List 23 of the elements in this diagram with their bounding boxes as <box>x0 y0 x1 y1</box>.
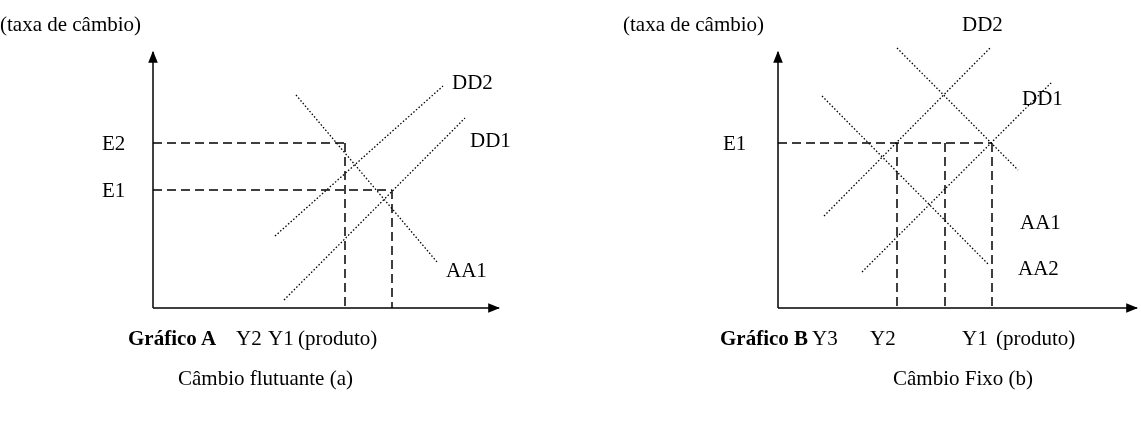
axis-value-label: Y1 <box>962 326 988 350</box>
chart-title: Gráfico B <box>720 326 809 350</box>
curve-label: DD1 <box>1022 86 1063 110</box>
axis-title: (taxa de câmbio) <box>0 12 142 36</box>
axis-title: (produto) <box>298 326 378 350</box>
curve-label: AA2 <box>1018 256 1059 280</box>
axis-value-label: Y2 <box>870 326 896 350</box>
axis-value-label: Y2 <box>236 326 262 350</box>
curve-label: DD2 <box>962 12 1003 36</box>
axis-value-label: Y3 <box>812 326 838 350</box>
axis-value-label: E2 <box>102 131 126 155</box>
curve-label: DD1 <box>470 128 511 152</box>
axis-title: (taxa de câmbio) <box>623 12 765 36</box>
curve-label: AA1 <box>1020 210 1061 234</box>
chart-caption: Câmbio flutuante (a) <box>178 366 353 390</box>
curve-label: DD2 <box>452 70 493 94</box>
axis-value-label: E1 <box>102 178 126 202</box>
axis-title: (produto) <box>996 326 1076 350</box>
curve-label: AA1 <box>446 258 487 282</box>
axis-value-label: Y1 <box>268 326 294 350</box>
axis-value-label: E1 <box>723 131 747 155</box>
chart-title: Gráfico A <box>128 326 217 350</box>
chart-caption: Câmbio Fixo (b) <box>893 366 1033 390</box>
